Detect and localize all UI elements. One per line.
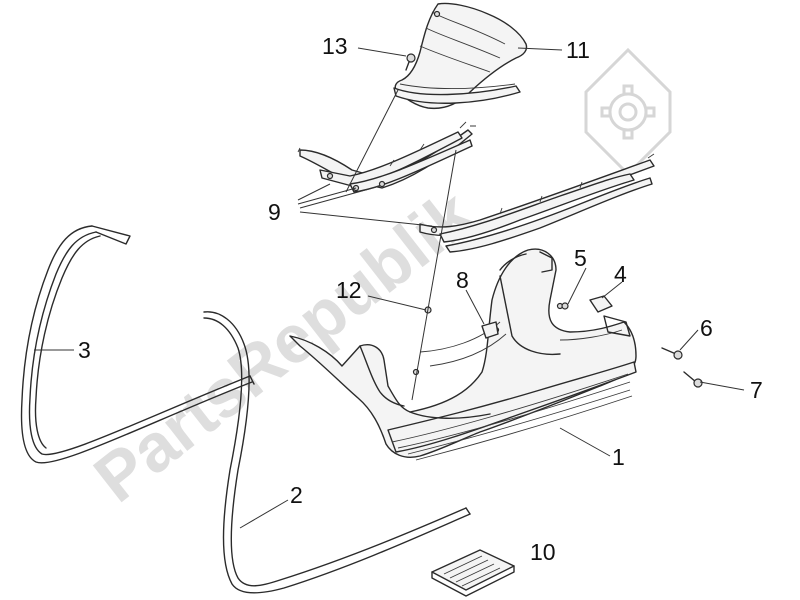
leader-8 (465, 289, 485, 325)
leader-12 (367, 295, 427, 311)
leader-9d (299, 211, 433, 227)
part-11-upper-panel (393, 2, 528, 110)
callout-9: 9 (268, 199, 281, 225)
callout-7: 7 (750, 377, 763, 403)
part-5-clip (561, 302, 569, 310)
callout-5: 5 (574, 245, 587, 271)
callout-6: 6 (700, 315, 713, 341)
part-10-mat (431, 549, 515, 597)
part-3-edge-strip (20, 225, 255, 464)
part-9-right-strip (419, 153, 655, 253)
leader-7 (699, 381, 745, 391)
watermark-badge-shape (584, 47, 672, 177)
part-6-screw (661, 347, 683, 360)
part-8-insert (481, 321, 499, 339)
callouts: 1 2 3 4 5 6 7 8 9 10 11 12 13 (78, 33, 763, 565)
leader-4 (601, 281, 623, 299)
part-2-band (203, 311, 471, 594)
callout-1: 1 (612, 444, 625, 470)
callout-8: 8 (456, 267, 469, 293)
leader-6 (679, 329, 699, 351)
part-13-screw (405, 53, 416, 71)
watermark: PartsRepublik (80, 47, 672, 517)
callout-12: 12 (336, 277, 362, 303)
part-4-bracket (589, 295, 613, 313)
part-1-floorboard (289, 248, 637, 461)
leader-2 (239, 499, 289, 529)
callout-13: 13 (322, 33, 348, 59)
leader-lines (34, 47, 745, 529)
gear-icon (584, 47, 672, 177)
leader-13 (357, 47, 407, 57)
leader-1 (559, 427, 611, 457)
gear-hub (618, 102, 638, 122)
callout-2: 2 (290, 482, 303, 508)
callout-10: 10 (530, 539, 556, 565)
leader-11 (517, 47, 563, 51)
gear-ring (608, 92, 648, 132)
leader-9-long-a (345, 89, 399, 193)
part-7-screw (683, 371, 703, 388)
gear-teeth (600, 84, 656, 140)
leader-9-long-b (411, 149, 457, 401)
callout-3: 3 (78, 337, 91, 363)
callout-11: 11 (566, 37, 590, 63)
leader-9c (299, 185, 381, 209)
part-9-left-strip (297, 121, 476, 193)
callout-4: 4 (614, 261, 627, 287)
leader-9a (297, 183, 331, 201)
leader-5 (567, 267, 587, 305)
